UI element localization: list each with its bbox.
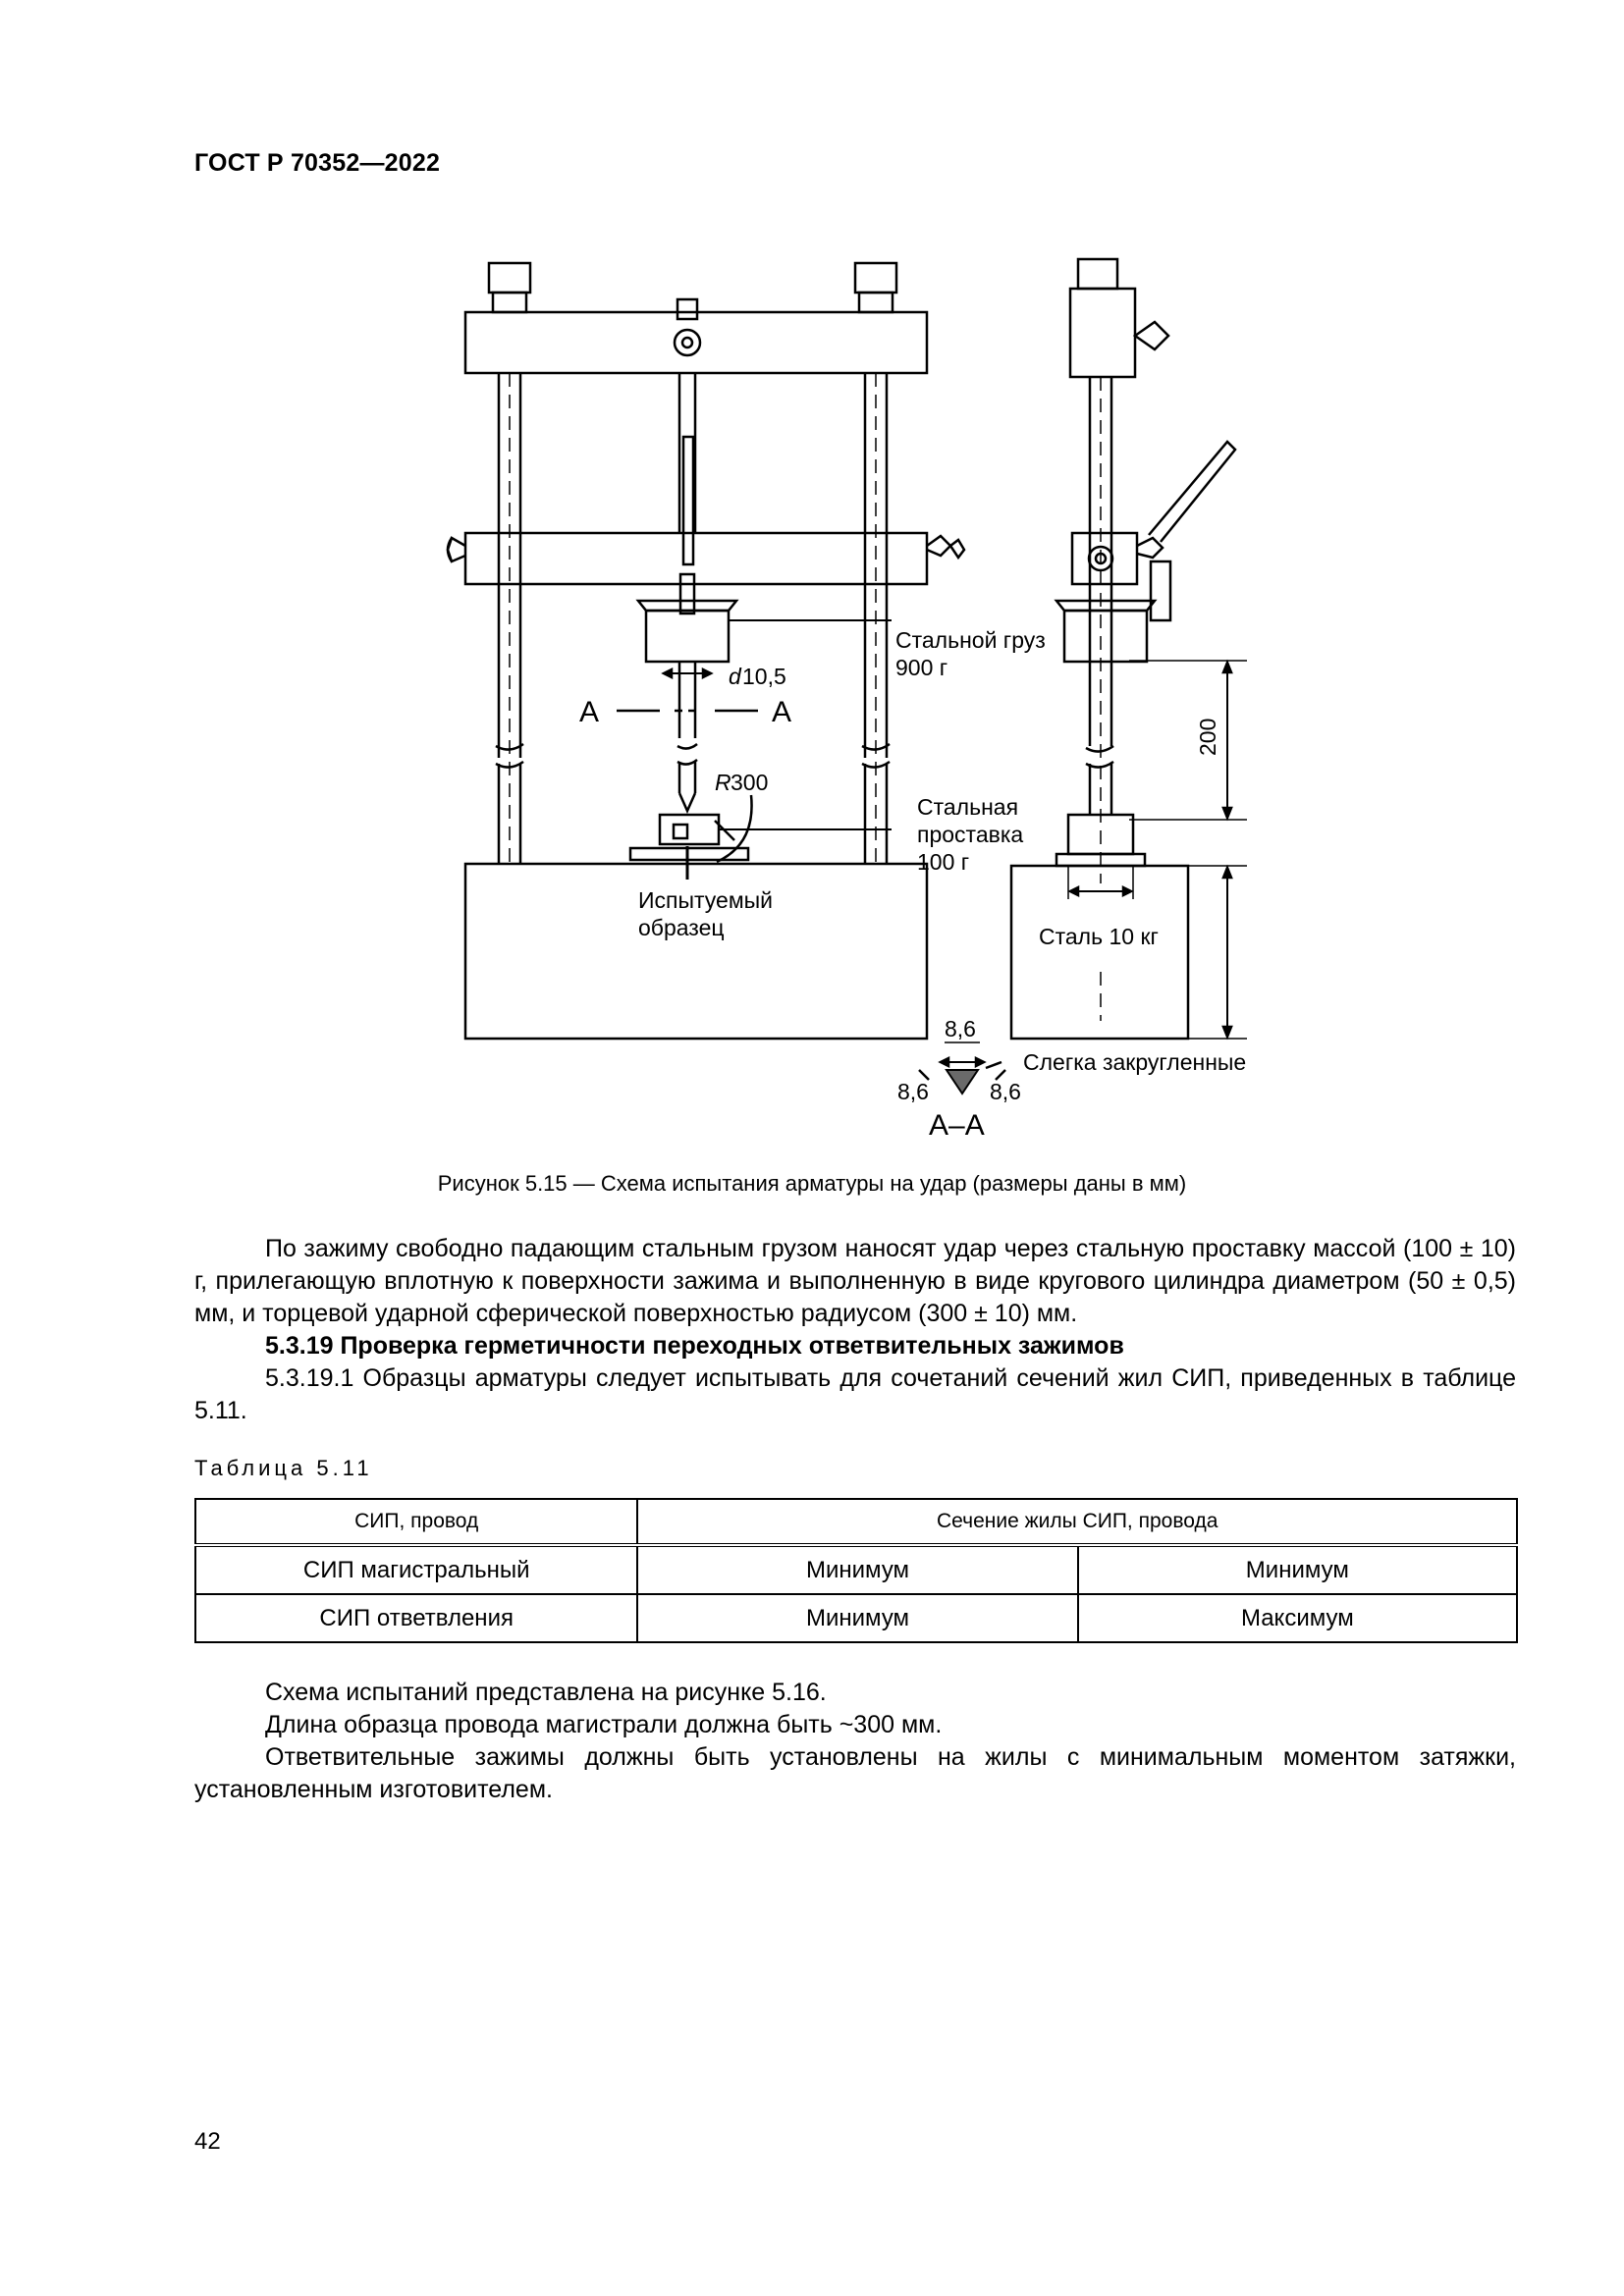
paragraph-torque: Ответвительные зажимы должны быть устано… bbox=[194, 1743, 1516, 1803]
table-cell: Максимум bbox=[1076, 1593, 1519, 1643]
label-spacer-line1: Стальная bbox=[917, 794, 1018, 820]
table-row: СИП магистральный Минимум Минимум bbox=[193, 1544, 1519, 1595]
after-table-text: Схема испытаний представлена на рисунке … bbox=[194, 1677, 1516, 1806]
table-cell: Минимум bbox=[1076, 1544, 1519, 1595]
label-spacer-line2: проставка bbox=[917, 822, 1023, 847]
table-cell: Минимум bbox=[636, 1544, 1079, 1595]
label-triangle-top: 8,6 bbox=[945, 1016, 976, 1041]
label-triangle-right: 8,6 bbox=[990, 1079, 1021, 1104]
table-header-cell: Сечение жилы СИП, провода bbox=[636, 1498, 1518, 1547]
cross-section-table: СИП, провод Сечение жилы СИП, провода СИ… bbox=[193, 1498, 1519, 1643]
table-cell: Минимум bbox=[636, 1593, 1079, 1643]
label-steel-weight: Стальной груз bbox=[895, 627, 1046, 653]
table-cell: СИП ответвления bbox=[193, 1593, 639, 1643]
section-heading: 5.3.19 Проверка герметичности переходных… bbox=[265, 1332, 1124, 1360]
label-radius-value: 300 bbox=[731, 770, 768, 795]
label-triangle-left: 8,6 bbox=[897, 1079, 929, 1104]
paragraph-scheme: Схема испытаний представлена на рисунке … bbox=[265, 1679, 827, 1706]
table-cell: СИП магистральный bbox=[193, 1544, 639, 1595]
label-section-right: A bbox=[772, 696, 791, 728]
label-height-dimension: 200 bbox=[1195, 719, 1220, 756]
label-radius-r: R bbox=[715, 770, 731, 795]
paragraph-samples: 5.3.19.1 Образцы арматуры следует испыты… bbox=[194, 1364, 1516, 1424]
label-specimen-line1: Испытуемый bbox=[638, 887, 773, 913]
page-number: 42 bbox=[194, 2128, 221, 2155]
label-base-mass: Сталь 10 кг bbox=[1039, 924, 1159, 949]
paragraph-length: Длина образца провода магистрали должна … bbox=[265, 1711, 943, 1738]
table-label: Таблица 5.11 bbox=[194, 1456, 373, 1480]
table-row: СИП ответвления Минимум Максимум bbox=[193, 1593, 1519, 1643]
document-header: ГОСТ Р 70352—2022 bbox=[194, 149, 441, 177]
figure-caption: Рисунок 5.15 — Схема испытания арматуры … bbox=[437, 1171, 1187, 1196]
table-header-row: СИП, провод Сечение жилы СИП, провода bbox=[193, 1498, 1518, 1547]
label-spacer-mass: 100 г bbox=[917, 849, 969, 875]
paragraph-impact: По зажиму свободно падающим стальным гру… bbox=[194, 1235, 1516, 1327]
label-section-name: А–А bbox=[929, 1109, 985, 1142]
impact-test-figure: Стальной груз 900 г d 10,5 A A R 300 Ста… bbox=[446, 257, 1247, 1142]
label-specimen-line2: образец bbox=[638, 915, 725, 940]
table-header-cell: СИП, провод bbox=[193, 1498, 639, 1547]
main-text-block: По зажиму свободно падающим стальным гру… bbox=[194, 1233, 1516, 1427]
label-steel-weight-mass: 900 г bbox=[895, 655, 947, 680]
label-diameter-value: 10,5 bbox=[742, 664, 786, 689]
label-rounded-note: Слегка закругленные bbox=[1023, 1049, 1246, 1075]
label-section-left: A bbox=[579, 696, 599, 728]
label-diameter-d: d bbox=[729, 664, 742, 689]
